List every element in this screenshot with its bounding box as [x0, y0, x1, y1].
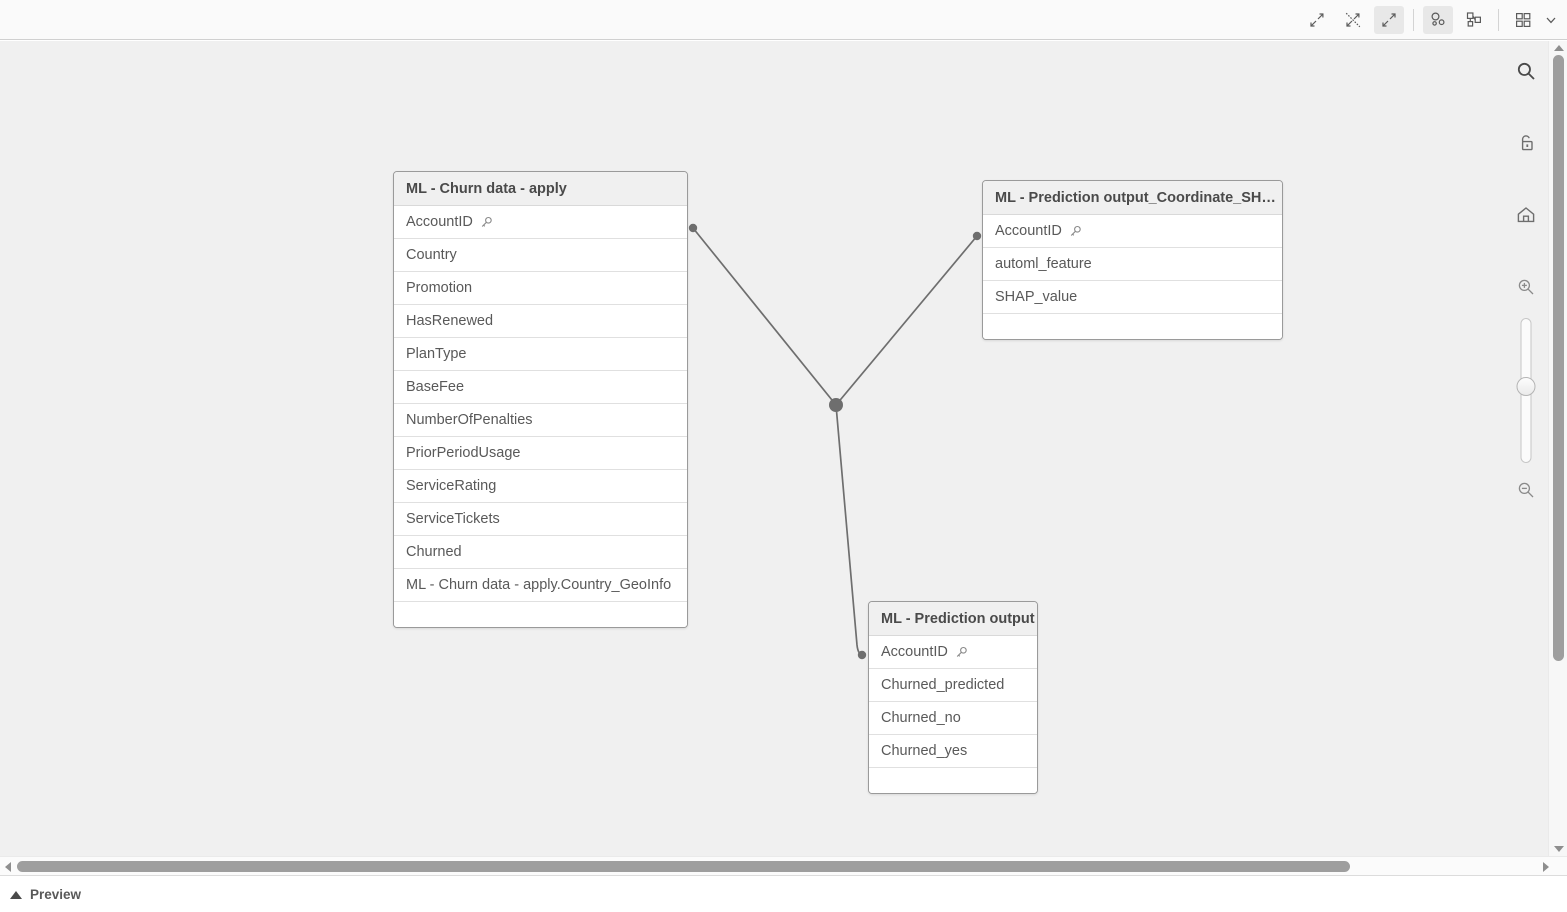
- table-field-row[interactable]: NumberOfPenalties: [394, 404, 687, 437]
- toolbar-divider-1: [1413, 8, 1414, 31]
- link-endpoint: [857, 650, 867, 660]
- table-field-row[interactable]: ML - Churn data - apply.Country_GeoInfo: [394, 569, 687, 602]
- field-label: automl_feature: [995, 256, 1092, 272]
- search-icon[interactable]: [1509, 54, 1543, 88]
- field-label: ServiceRating: [406, 478, 497, 494]
- table-title: ML - Churn data - apply: [394, 172, 687, 206]
- table-footer: [869, 768, 1037, 793]
- association-links: [688, 223, 982, 660]
- top-toolbar: [0, 0, 1567, 40]
- field-label: AccountID: [406, 214, 473, 230]
- zoom-slider-knob[interactable]: [1516, 377, 1536, 396]
- table-field-row[interactable]: PlanType: [394, 338, 687, 371]
- scroll-down-arrow[interactable]: [1549, 842, 1567, 856]
- table-title: ML - Prediction output_Coordinate_SH…: [983, 181, 1282, 215]
- table-field-row[interactable]: Churned_predicted: [869, 669, 1037, 702]
- data-table-card[interactable]: ML - Churn data - apply AccountID Countr…: [393, 171, 688, 628]
- table-field-row[interactable]: Promotion: [394, 272, 687, 305]
- table-footer: [394, 602, 687, 627]
- field-label: ML - Churn data - apply.Country_GeoInfo: [406, 577, 672, 593]
- scroll-left-arrow[interactable]: [0, 857, 16, 876]
- zoom-in-icon[interactable]: [1509, 270, 1543, 304]
- table-field-row[interactable]: AccountID: [983, 215, 1282, 248]
- collapse-all-icon[interactable]: [1302, 6, 1332, 34]
- table-footer: [983, 314, 1282, 339]
- field-label: ServiceTickets: [406, 511, 500, 527]
- chevron-down-icon[interactable]: [1541, 6, 1561, 34]
- table-field-row[interactable]: automl_feature: [983, 248, 1282, 281]
- field-label: NumberOfPenalties: [406, 412, 533, 428]
- field-label: BaseFee: [406, 379, 465, 395]
- table-field-row[interactable]: Churned: [394, 536, 687, 569]
- link-endpoint: [688, 223, 698, 233]
- triangle-up-icon[interactable]: [10, 890, 22, 899]
- preview-label[interactable]: Preview: [30, 887, 82, 902]
- field-label: Churned: [406, 544, 462, 560]
- collapse-some-icon[interactable]: [1338, 6, 1368, 34]
- field-label: HasRenewed: [406, 313, 494, 329]
- table-field-row[interactable]: ServiceTickets: [394, 503, 687, 536]
- node-view-icon[interactable]: [1459, 6, 1489, 34]
- key-icon: [480, 216, 493, 229]
- horizontal-scrollbar[interactable]: [0, 856, 1567, 876]
- vertical-scrollbar-thumb[interactable]: [1553, 55, 1564, 661]
- scroll-right-arrow[interactable]: [1538, 857, 1554, 876]
- data-table-card[interactable]: ML - Prediction output_Coordinate_SH… Ac…: [982, 180, 1283, 340]
- field-label: PlanType: [406, 346, 467, 362]
- preview-bar: Preview: [0, 877, 1567, 912]
- field-label: PriorPeriodUsage: [406, 445, 521, 461]
- table-title: ML - Prediction output: [869, 602, 1037, 636]
- data-model-canvas[interactable]: ML - Churn data - apply AccountID Countr…: [0, 41, 1554, 856]
- zoom-out-icon[interactable]: [1509, 473, 1543, 507]
- field-label: AccountID: [995, 223, 1062, 239]
- key-icon: [955, 646, 968, 659]
- field-label: Churned_predicted: [881, 677, 1005, 693]
- table-field-row[interactable]: AccountID: [869, 636, 1037, 669]
- bubble-view-icon[interactable]: [1423, 5, 1453, 34]
- scroll-up-arrow[interactable]: [1549, 41, 1567, 55]
- data-table-card[interactable]: ML - Prediction output AccountID Churned…: [868, 601, 1038, 794]
- field-label: Promotion: [406, 280, 473, 296]
- table-field-row[interactable]: PriorPeriodUsage: [394, 437, 687, 470]
- field-label: Country: [406, 247, 457, 263]
- horizontal-scrollbar-thumb[interactable]: [17, 861, 1350, 872]
- vertical-scrollbar[interactable]: [1548, 41, 1567, 856]
- table-field-row[interactable]: HasRenewed: [394, 305, 687, 338]
- table-field-row[interactable]: Churned_no: [869, 702, 1037, 735]
- unlock-icon[interactable]: [1509, 126, 1543, 160]
- key-icon: [1069, 225, 1082, 238]
- expand-all-icon[interactable]: [1374, 5, 1404, 34]
- zoom-slider[interactable]: [1516, 318, 1536, 463]
- table-field-row[interactable]: SHAP_value: [983, 281, 1282, 314]
- toolbar-divider-2: [1498, 8, 1499, 31]
- table-field-row[interactable]: AccountID: [394, 206, 687, 239]
- canvas-tool-rail: [1504, 41, 1548, 856]
- table-field-row[interactable]: BaseFee: [394, 371, 687, 404]
- field-label: Churned_yes: [881, 743, 968, 759]
- table-field-row[interactable]: Churned_yes: [869, 735, 1037, 768]
- table-field-row[interactable]: ServiceRating: [394, 470, 687, 503]
- link-junction-node[interactable]: [829, 398, 843, 412]
- grid-view-icon[interactable]: [1508, 6, 1538, 34]
- table-field-row[interactable]: Country: [394, 239, 687, 272]
- link-endpoint: [972, 231, 982, 241]
- home-icon[interactable]: [1509, 198, 1543, 232]
- field-label: Churned_no: [881, 710, 961, 726]
- field-label: SHAP_value: [995, 289, 1078, 305]
- field-label: AccountID: [881, 644, 948, 660]
